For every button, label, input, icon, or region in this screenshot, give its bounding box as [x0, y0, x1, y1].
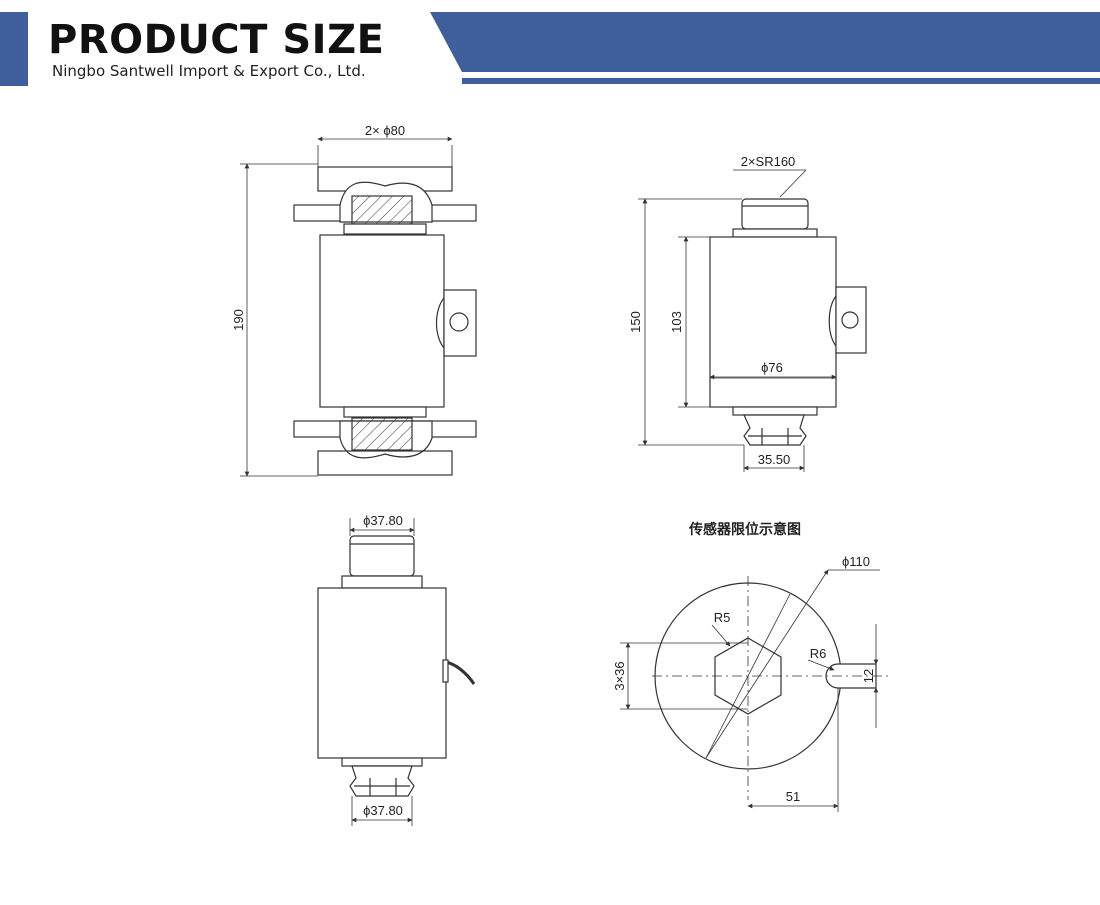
limit-offset-dim: 51	[786, 789, 800, 804]
side-body-height-dim: 103	[669, 311, 684, 333]
limit-view	[620, 569, 890, 812]
side-view	[638, 169, 867, 472]
limit-outer-dim: ϕ110	[842, 554, 870, 569]
side-diameter-dim: ϕ76	[761, 360, 783, 375]
technical-drawing: 2× ϕ80 190 2×SR1	[231, 123, 890, 826]
limit-slot-radius: R6	[810, 646, 827, 661]
limit-hex-radius: R5	[714, 610, 731, 625]
limit-caption: 传感器限位示意图	[688, 521, 801, 537]
company-name: Ningbo Santwell Import & Export Co., Ltd…	[52, 62, 366, 80]
front-top-dim: 2× ϕ80	[365, 123, 405, 138]
side-base-dim: 35.50	[758, 452, 791, 467]
back-top-dim: ϕ37.80	[363, 513, 403, 528]
page-title: PRODUCT SIZE	[48, 17, 385, 63]
back-bottom-dim: ϕ37.80	[363, 803, 403, 818]
limit-hex-dim: 3×36	[612, 661, 627, 690]
right-accent-band	[430, 12, 1100, 72]
back-view	[317, 518, 476, 826]
front-height-dim: 190	[231, 309, 246, 331]
left-accent-bar	[0, 12, 28, 86]
limit-slot-width: 12	[861, 669, 876, 683]
header-banner	[0, 12, 1100, 86]
side-height-dim: 150	[628, 311, 643, 333]
accent-underline	[462, 78, 1100, 84]
side-top-dim: 2×SR160	[741, 154, 796, 169]
front-view	[240, 136, 477, 477]
